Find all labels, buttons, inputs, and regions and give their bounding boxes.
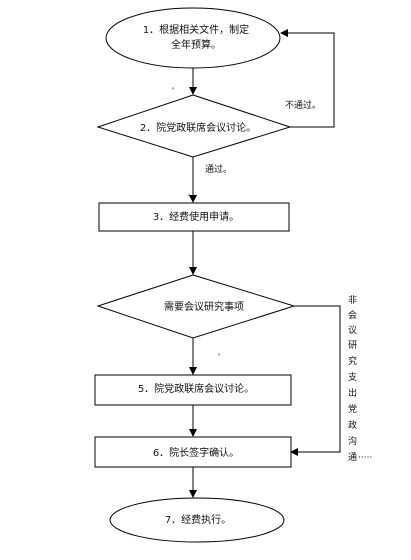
branch-no-meeting bbox=[290, 305, 341, 456]
passed-label: 通过。 bbox=[205, 163, 232, 175]
stray-mark-2: 。 bbox=[188, 191, 194, 198]
step4-label: 需要会议研究事项 bbox=[164, 300, 244, 313]
no-meeting-char: 究 bbox=[348, 355, 357, 367]
step7-label: 7．经费执行。 bbox=[165, 513, 231, 526]
no-meeting-char: 沟 bbox=[348, 435, 357, 447]
no-meeting-char: ····· bbox=[358, 453, 372, 463]
not-passed-label: 不通过。 bbox=[285, 99, 321, 111]
no-meeting-char: 党 bbox=[348, 403, 357, 415]
end-ellipse bbox=[109, 497, 285, 543]
stray-mark-1: 。 bbox=[172, 84, 178, 91]
no-meeting-char: 会 bbox=[348, 309, 357, 321]
no-meeting-char: 研 bbox=[348, 340, 357, 351]
no-meeting-char: 非 bbox=[348, 294, 357, 306]
no-meeting-char: 议 bbox=[348, 325, 357, 336]
step6-label: 6．院长签字确认。 bbox=[153, 446, 239, 459]
step1-label-line2: 全年预算。 bbox=[171, 38, 221, 51]
no-meeting-label: 非 会 议 研 究 支 出 党 政 沟 通 ····· bbox=[348, 294, 372, 463]
start-ellipse bbox=[105, 7, 281, 69]
no-meeting-char: 支 bbox=[348, 371, 357, 383]
stray-mark-3: 。 bbox=[218, 350, 224, 357]
no-meeting-char: 政 bbox=[348, 419, 357, 431]
loop-not-passed bbox=[280, 29, 335, 128]
step5-label: 5．院党政联席会议讨论。 bbox=[138, 382, 254, 395]
step3-label: 3．经费使用申请。 bbox=[153, 210, 239, 223]
step2-label: 2．院党政联席会议讨论。 bbox=[140, 121, 256, 134]
no-meeting-char: 出 bbox=[348, 387, 357, 399]
no-meeting-char: 通 bbox=[348, 452, 357, 463]
step3-box bbox=[98, 202, 290, 232]
step1-label-line1: 1．根据相关文件，制定 bbox=[143, 23, 249, 36]
